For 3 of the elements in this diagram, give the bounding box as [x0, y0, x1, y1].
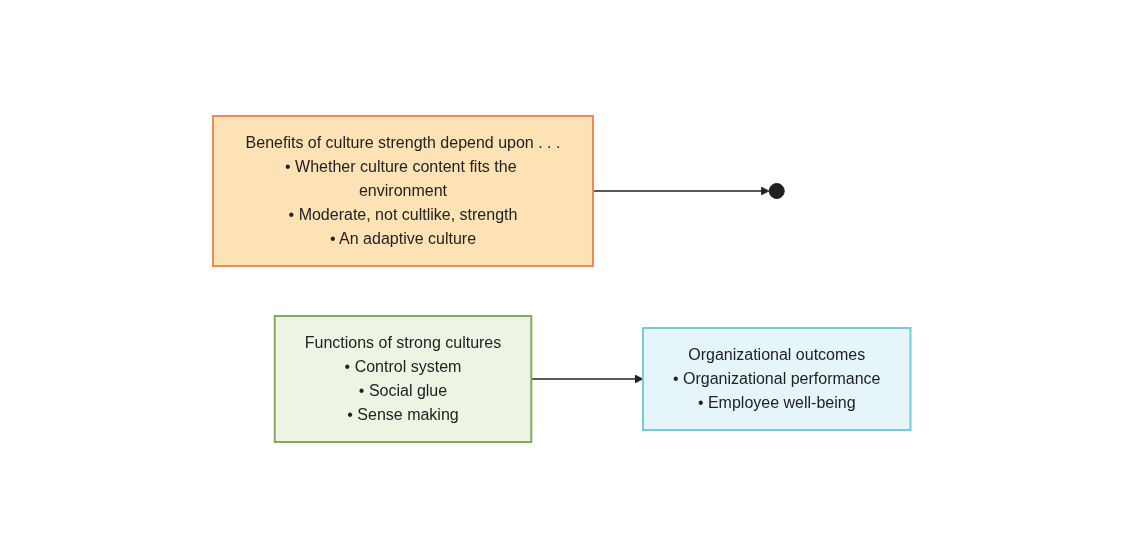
- node-box: Organizational outcomes • Organizational performance • Employee well-being: [642, 326, 912, 431]
- node-box: Benefits of culture strength depend upon . . . • Whether culture content fits the environment • Moderate, not cultlike, strength • An adaptive culture: [212, 114, 595, 267]
- node-box: Functions of strong cultures • Control system • Social glue • Sense making: [274, 314, 533, 443]
